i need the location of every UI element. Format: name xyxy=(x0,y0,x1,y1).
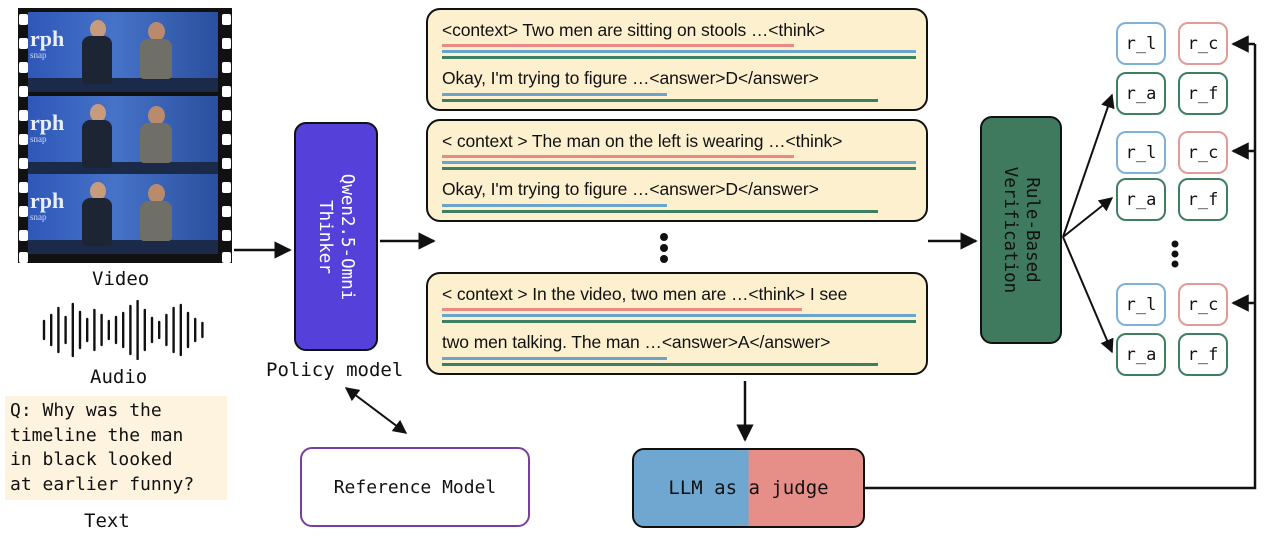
ellipsis-vertical-icon xyxy=(1171,240,1179,268)
film-hole xyxy=(19,230,28,241)
reward-r-a-2: r_a xyxy=(1116,178,1166,221)
film-hole xyxy=(19,14,28,25)
film-hole xyxy=(222,134,231,145)
underline-red xyxy=(442,155,794,158)
reward-r-a-3: r_a xyxy=(1116,333,1166,376)
film-hole xyxy=(19,252,28,263)
rollout-3-context: < context > In the video, two men are …<… xyxy=(442,284,848,304)
rollout-2-context: < context > The man on the left is weari… xyxy=(442,131,843,151)
film-hole xyxy=(222,38,231,49)
film-hole xyxy=(222,230,231,241)
film-hole xyxy=(222,110,231,121)
film-hole xyxy=(19,62,28,73)
question-line: Q: Why was the xyxy=(10,400,162,421)
film-hole xyxy=(19,110,28,121)
underline-blue xyxy=(442,314,916,317)
llm-judge-box: LLM as a judge xyxy=(632,448,865,528)
arrow-verification-to-ra-2 xyxy=(1062,197,1114,238)
reward-r-f-2: r_f xyxy=(1178,178,1228,221)
underline-blue xyxy=(442,50,916,53)
question-line: at earlier funny? xyxy=(10,473,195,495)
policy-model-box: Qwen2.5-Omni Thinker xyxy=(294,122,378,351)
policy-model-label: Policy model xyxy=(266,359,404,381)
rollout-1: <context> Two men are sitting on stools … xyxy=(426,8,928,111)
rollout-1-context: <context> Two men are sitting on stools … xyxy=(442,20,826,40)
frame-logo: rph xyxy=(30,110,65,135)
reward-r-l-1: r_l xyxy=(1116,22,1166,65)
film-hole xyxy=(222,62,231,73)
reward-r-l-2: r_l xyxy=(1116,131,1166,174)
question-box: Q: Why was the timeline the man in black… xyxy=(5,396,227,500)
reward-r-c-2: r_c xyxy=(1178,131,1228,174)
llm-judge-label: LLM as a judge xyxy=(668,477,829,499)
film-hole xyxy=(222,206,231,217)
arrow-policy-reference xyxy=(344,387,408,434)
underline-blue xyxy=(442,357,667,360)
reward-r-l-3: r_l xyxy=(1116,283,1166,326)
frame-logo-sub: snap xyxy=(30,212,47,222)
question-line: timeline the man xyxy=(10,424,184,446)
arrow-judge-feedback xyxy=(865,44,1257,490)
frame-logo: rph xyxy=(30,188,65,213)
film-hole xyxy=(19,158,28,169)
film-hole xyxy=(222,158,231,169)
arrow-verification-to-ra-1 xyxy=(1062,93,1115,238)
rollout-1-answer: Okay, I'm trying to figure …<answer>D</a… xyxy=(442,68,819,88)
frame-logo: rph xyxy=(30,26,65,51)
rollout-2: < context > The man on the left is weari… xyxy=(426,119,928,222)
text-label: Text xyxy=(84,510,130,532)
underline-red xyxy=(442,44,794,47)
frame-logo-sub: snap xyxy=(30,134,47,144)
film-hole xyxy=(222,252,231,263)
rollout-3: < context > In the video, two men are …<… xyxy=(426,272,928,375)
film-hole xyxy=(19,86,28,97)
underline-green xyxy=(442,167,916,170)
film-hole xyxy=(222,86,231,97)
question-line: in black looked xyxy=(10,449,173,470)
underline-blue xyxy=(442,204,667,207)
ellipsis-vertical-icon xyxy=(660,233,668,263)
reward-r-c-3: r_c xyxy=(1178,283,1228,326)
reward-r-f-3: r_f xyxy=(1178,333,1228,376)
audio-label: Audio xyxy=(90,366,148,388)
reward-r-c-1: r_c xyxy=(1178,22,1228,65)
film-hole xyxy=(19,134,28,145)
underline-green xyxy=(442,363,878,366)
underline-blue xyxy=(442,93,667,96)
underline-green xyxy=(442,56,916,59)
underline-blue xyxy=(442,161,916,164)
underline-green xyxy=(442,210,878,213)
rollout-2-answer: Okay, I'm trying to figure …<answer>D</a… xyxy=(442,179,819,199)
rollout-3-answer: two men talking. The man …<answer>A</ans… xyxy=(442,332,831,352)
underline-green xyxy=(442,99,878,102)
arrow-verification-to-ra-3 xyxy=(1062,236,1114,354)
frame-logo-sub: snap xyxy=(30,50,47,60)
reference-model-label: Reference Model xyxy=(333,476,497,498)
reward-r-a-1: r_a xyxy=(1116,72,1166,115)
audio-waveform-icon xyxy=(42,300,204,360)
reference-model-box: Reference Model xyxy=(300,447,530,527)
film-hole xyxy=(222,14,231,25)
underline-red xyxy=(442,308,802,311)
film-hole xyxy=(222,182,231,193)
rule-verification-box: Rule-Based Verification xyxy=(980,116,1062,344)
film-hole xyxy=(19,182,28,193)
reward-r-f-1: r_f xyxy=(1178,72,1228,115)
film-hole xyxy=(19,206,28,217)
film-hole xyxy=(19,38,28,49)
underline-green xyxy=(442,320,916,323)
video-label: Video xyxy=(92,268,150,290)
